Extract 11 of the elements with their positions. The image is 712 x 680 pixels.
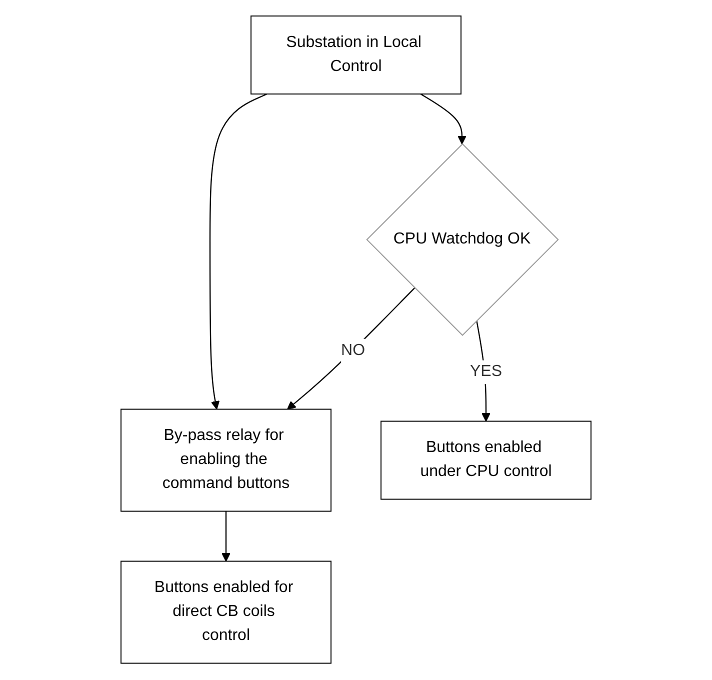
node-diamond: CPU Watchdog OK xyxy=(366,144,559,336)
node-box: Buttons enabled for direct CB coils control xyxy=(120,561,332,664)
arrow xyxy=(222,512,230,562)
node-box: By-pass relay for enabling the command buttons xyxy=(120,409,332,512)
node-box: Buttons enabled under CPU control xyxy=(380,421,592,500)
edge-label: YES xyxy=(470,364,502,381)
edge-label: NO xyxy=(341,342,366,360)
arrow xyxy=(420,94,466,145)
arrow xyxy=(209,94,268,410)
arrow xyxy=(287,288,416,410)
node-box: Substation in Local Control xyxy=(250,16,462,95)
